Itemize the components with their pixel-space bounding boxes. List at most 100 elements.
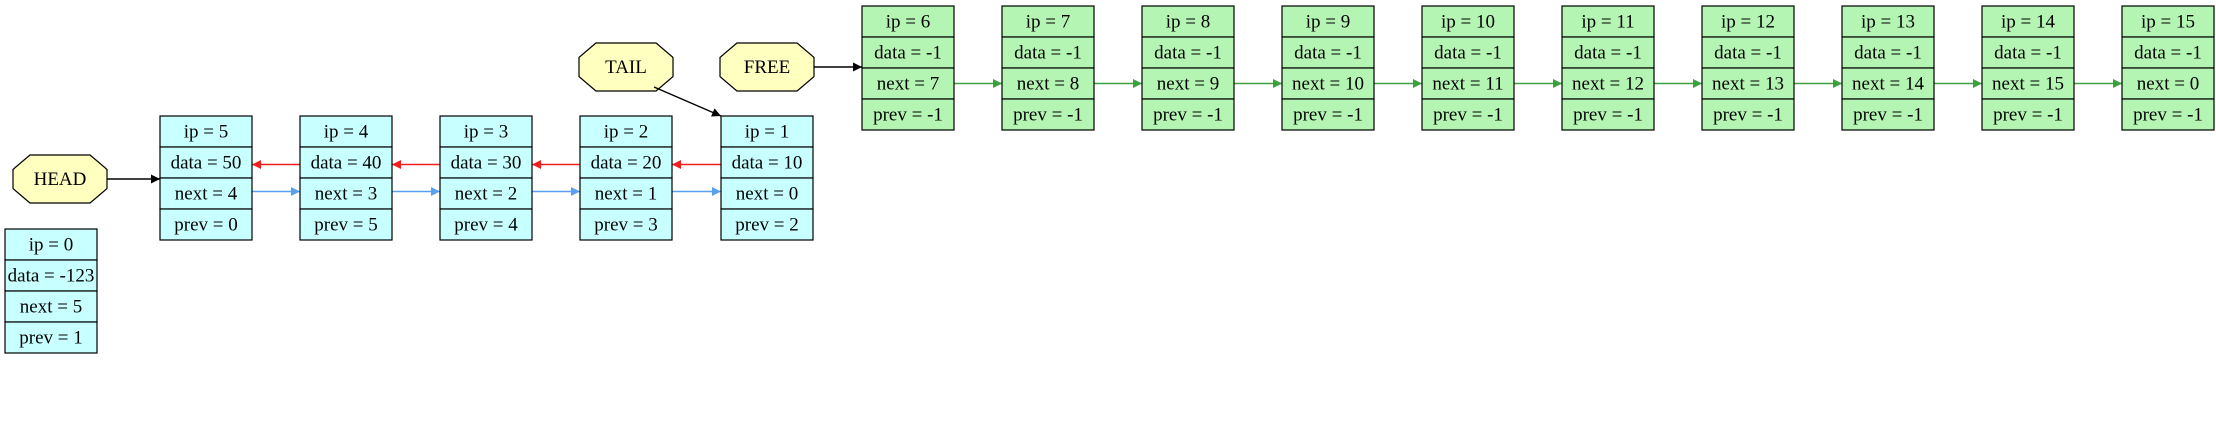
node-data-label: data = 50 bbox=[171, 153, 242, 174]
node-next-cell bbox=[1981, 67, 2075, 100]
node-ip-cell bbox=[2121, 5, 2215, 38]
pointer-label: HEAD bbox=[34, 169, 87, 190]
node-data-label: data = -1 bbox=[1154, 43, 1222, 64]
node-prev-cell bbox=[720, 208, 814, 241]
node-ip-cell bbox=[4, 228, 98, 261]
node-next-cell bbox=[4, 290, 98, 323]
node-ip-label: ip = 3 bbox=[464, 122, 509, 143]
node-prev-cell bbox=[1281, 98, 1375, 131]
node-prev-label: prev = -1 bbox=[1293, 105, 1363, 126]
node-ip-label: ip = 2 bbox=[604, 122, 649, 143]
node-data-label: data = 10 bbox=[732, 153, 803, 174]
node-prev-cell bbox=[861, 98, 955, 131]
node-prev-cell bbox=[1001, 98, 1095, 131]
node-prev-label: prev = -1 bbox=[873, 105, 943, 126]
pointer-label: FREE bbox=[744, 57, 790, 78]
node-ip-label: ip = 13 bbox=[1861, 12, 1915, 33]
node-next-label: next = 12 bbox=[1572, 74, 1644, 95]
pointer-octagon bbox=[719, 42, 815, 92]
node-data-label: data = -1 bbox=[1714, 43, 1782, 64]
node-data-cell bbox=[1001, 36, 1095, 69]
node-next-cell bbox=[1701, 67, 1795, 100]
node-data-label: data = -1 bbox=[1574, 43, 1642, 64]
node-next-label: next = 5 bbox=[20, 297, 82, 318]
pointer-tail: TAIL bbox=[578, 42, 722, 117]
node-data-cell bbox=[1281, 36, 1375, 69]
list-node-9: ip = 9 data = -1 next = 10 prev = -1 bbox=[1281, 5, 1375, 131]
node-next-label: next = 13 bbox=[1712, 74, 1784, 95]
node-prev-label: prev = 5 bbox=[314, 215, 377, 236]
node-next-label: next = 10 bbox=[1292, 74, 1364, 95]
node-ip-cell bbox=[1561, 5, 1655, 38]
list-node-13: ip = 13 data = -1 next = 14 prev = -1 bbox=[1841, 5, 1935, 131]
node-ip-cell bbox=[1981, 5, 2075, 38]
node-next-label: next = 3 bbox=[315, 184, 377, 205]
node-data-cell bbox=[1421, 36, 1515, 69]
node-prev-cell bbox=[579, 208, 673, 241]
node-ip-cell bbox=[1841, 5, 1935, 38]
node-data-cell bbox=[861, 36, 955, 69]
node-next-label: next = 1 bbox=[595, 184, 657, 205]
pointers-layer: HEAD TAIL FREE bbox=[12, 42, 862, 204]
pointer-free: FREE bbox=[719, 42, 862, 92]
node-data-cell bbox=[439, 146, 533, 179]
node-ip-cell bbox=[1701, 5, 1795, 38]
node-next-cell bbox=[299, 177, 393, 210]
node-ip-label: ip = 7 bbox=[1026, 12, 1071, 33]
node-ip-label: ip = 8 bbox=[1166, 12, 1211, 33]
node-next-label: next = 0 bbox=[736, 184, 798, 205]
node-prev-label: prev = -1 bbox=[1713, 105, 1783, 126]
node-prev-cell bbox=[1561, 98, 1655, 131]
node-prev-label: prev = -1 bbox=[1853, 105, 1923, 126]
node-data-label: data = 40 bbox=[311, 153, 382, 174]
node-ip-cell bbox=[439, 115, 533, 148]
node-next-cell bbox=[1001, 67, 1095, 100]
node-ip-cell bbox=[1421, 5, 1515, 38]
node-ip-cell bbox=[720, 115, 814, 148]
node-next-cell bbox=[159, 177, 253, 210]
node-prev-label: prev = 3 bbox=[594, 215, 657, 236]
node-prev-cell bbox=[1421, 98, 1515, 131]
node-ip-cell bbox=[1281, 5, 1375, 38]
node-prev-cell bbox=[439, 208, 533, 241]
node-data-label: data = -1 bbox=[1994, 43, 2062, 64]
node-ip-label: ip = 6 bbox=[886, 12, 931, 33]
node-prev-label: prev = -1 bbox=[1993, 105, 2063, 126]
node-prev-cell bbox=[2121, 98, 2215, 131]
node-data-label: data = 20 bbox=[591, 153, 662, 174]
node-ip-label: ip = 15 bbox=[2141, 12, 2195, 33]
pointer-octagon bbox=[578, 42, 674, 92]
node-data-label: data = -123 bbox=[8, 266, 95, 287]
node-prev-label: prev = 1 bbox=[19, 328, 82, 349]
node-data-cell bbox=[1701, 36, 1795, 69]
node-next-label: next = 4 bbox=[175, 184, 238, 205]
node-next-label: next = 0 bbox=[2137, 74, 2199, 95]
node-data-label: data = -1 bbox=[1854, 43, 1922, 64]
pointer-head: HEAD bbox=[12, 154, 160, 204]
node-data-cell bbox=[4, 259, 98, 292]
node-prev-cell bbox=[1141, 98, 1235, 131]
node-data-label: data = -1 bbox=[1294, 43, 1362, 64]
node-ip-cell bbox=[159, 115, 253, 148]
node-next-label: next = 14 bbox=[1852, 74, 1924, 95]
pointer-edge-tail bbox=[653, 86, 722, 117]
node-data-label: data = 30 bbox=[451, 153, 522, 174]
node-ip-label: ip = 9 bbox=[1306, 12, 1351, 33]
node-next-label: next = 15 bbox=[1992, 74, 2064, 95]
node-next-cell bbox=[1421, 67, 1515, 100]
node-next-label: next = 7 bbox=[877, 74, 939, 95]
edges-layer bbox=[252, 79, 2122, 196]
list-node-2: ip = 2 data = 20 next = 1 prev = 3 bbox=[579, 115, 673, 241]
node-ip-cell bbox=[579, 115, 673, 148]
node-data-cell bbox=[1141, 36, 1235, 69]
node-data-cell bbox=[2121, 36, 2215, 69]
